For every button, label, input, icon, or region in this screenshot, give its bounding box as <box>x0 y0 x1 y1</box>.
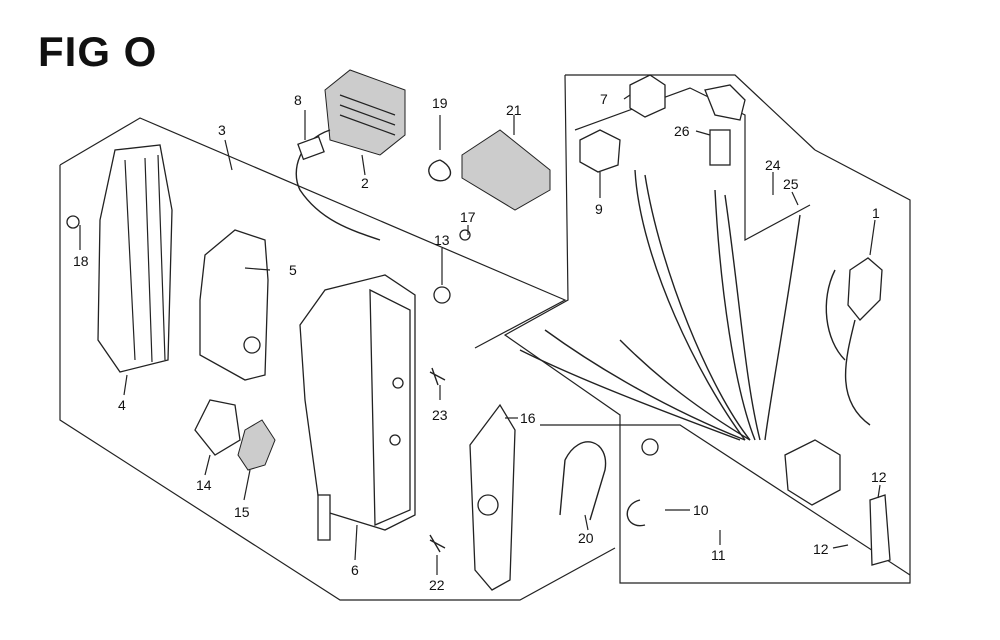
callout-24: 24 <box>765 157 781 173</box>
callout-12b: 12 <box>813 541 829 557</box>
wire-harness <box>519 169 891 566</box>
callout-20: 20 <box>578 530 594 546</box>
callout-1: 1 <box>872 205 880 221</box>
group-outlines <box>59 74 911 601</box>
callout-12a: 12 <box>871 469 887 485</box>
bracket <box>199 229 269 381</box>
outline-left-top <box>59 117 567 349</box>
hardware <box>66 159 471 553</box>
callout-5: 5 <box>289 262 297 278</box>
leader-lines <box>79 94 881 575</box>
outline-right-top <box>565 74 816 151</box>
rectifier <box>295 69 406 241</box>
callout-8: 8 <box>294 92 302 108</box>
control-panel <box>299 274 416 541</box>
plate <box>469 403 516 591</box>
callout-14: 14 <box>196 477 212 493</box>
callout-22: 22 <box>429 577 445 593</box>
outline-left-bottom <box>59 165 616 601</box>
callout-18: 18 <box>73 253 89 269</box>
callout-15: 15 <box>234 504 250 520</box>
callout-23: 23 <box>432 407 448 423</box>
clamps <box>559 438 659 527</box>
outline-inner-bottom <box>540 424 911 576</box>
callout-6: 6 <box>351 562 359 578</box>
callout-3: 3 <box>218 122 226 138</box>
callout-19: 19 <box>432 95 448 111</box>
callout-25: 25 <box>783 176 799 192</box>
fuse-block <box>461 129 551 211</box>
control-box-cover <box>97 144 173 373</box>
relays <box>579 74 746 173</box>
callout-9: 9 <box>595 201 603 217</box>
callout-26: 26 <box>674 123 690 139</box>
callout-11: 11 <box>711 547 726 563</box>
outline-right <box>503 74 911 584</box>
callout-13: 13 <box>434 232 450 248</box>
callout-2: 2 <box>361 175 369 191</box>
callout-7: 7 <box>600 91 608 107</box>
switches <box>194 399 276 471</box>
callout-21: 21 <box>506 102 522 118</box>
callout-4: 4 <box>118 397 126 413</box>
callout-labels: 1 2 3 4 5 6 7 8 9 10 11 12 12 13 14 15 1… <box>73 91 887 593</box>
figure-title: FIG O <box>38 28 158 75</box>
callout-10: 10 <box>693 502 709 518</box>
callout-17: 17 <box>460 209 476 225</box>
callout-16: 16 <box>520 410 536 426</box>
